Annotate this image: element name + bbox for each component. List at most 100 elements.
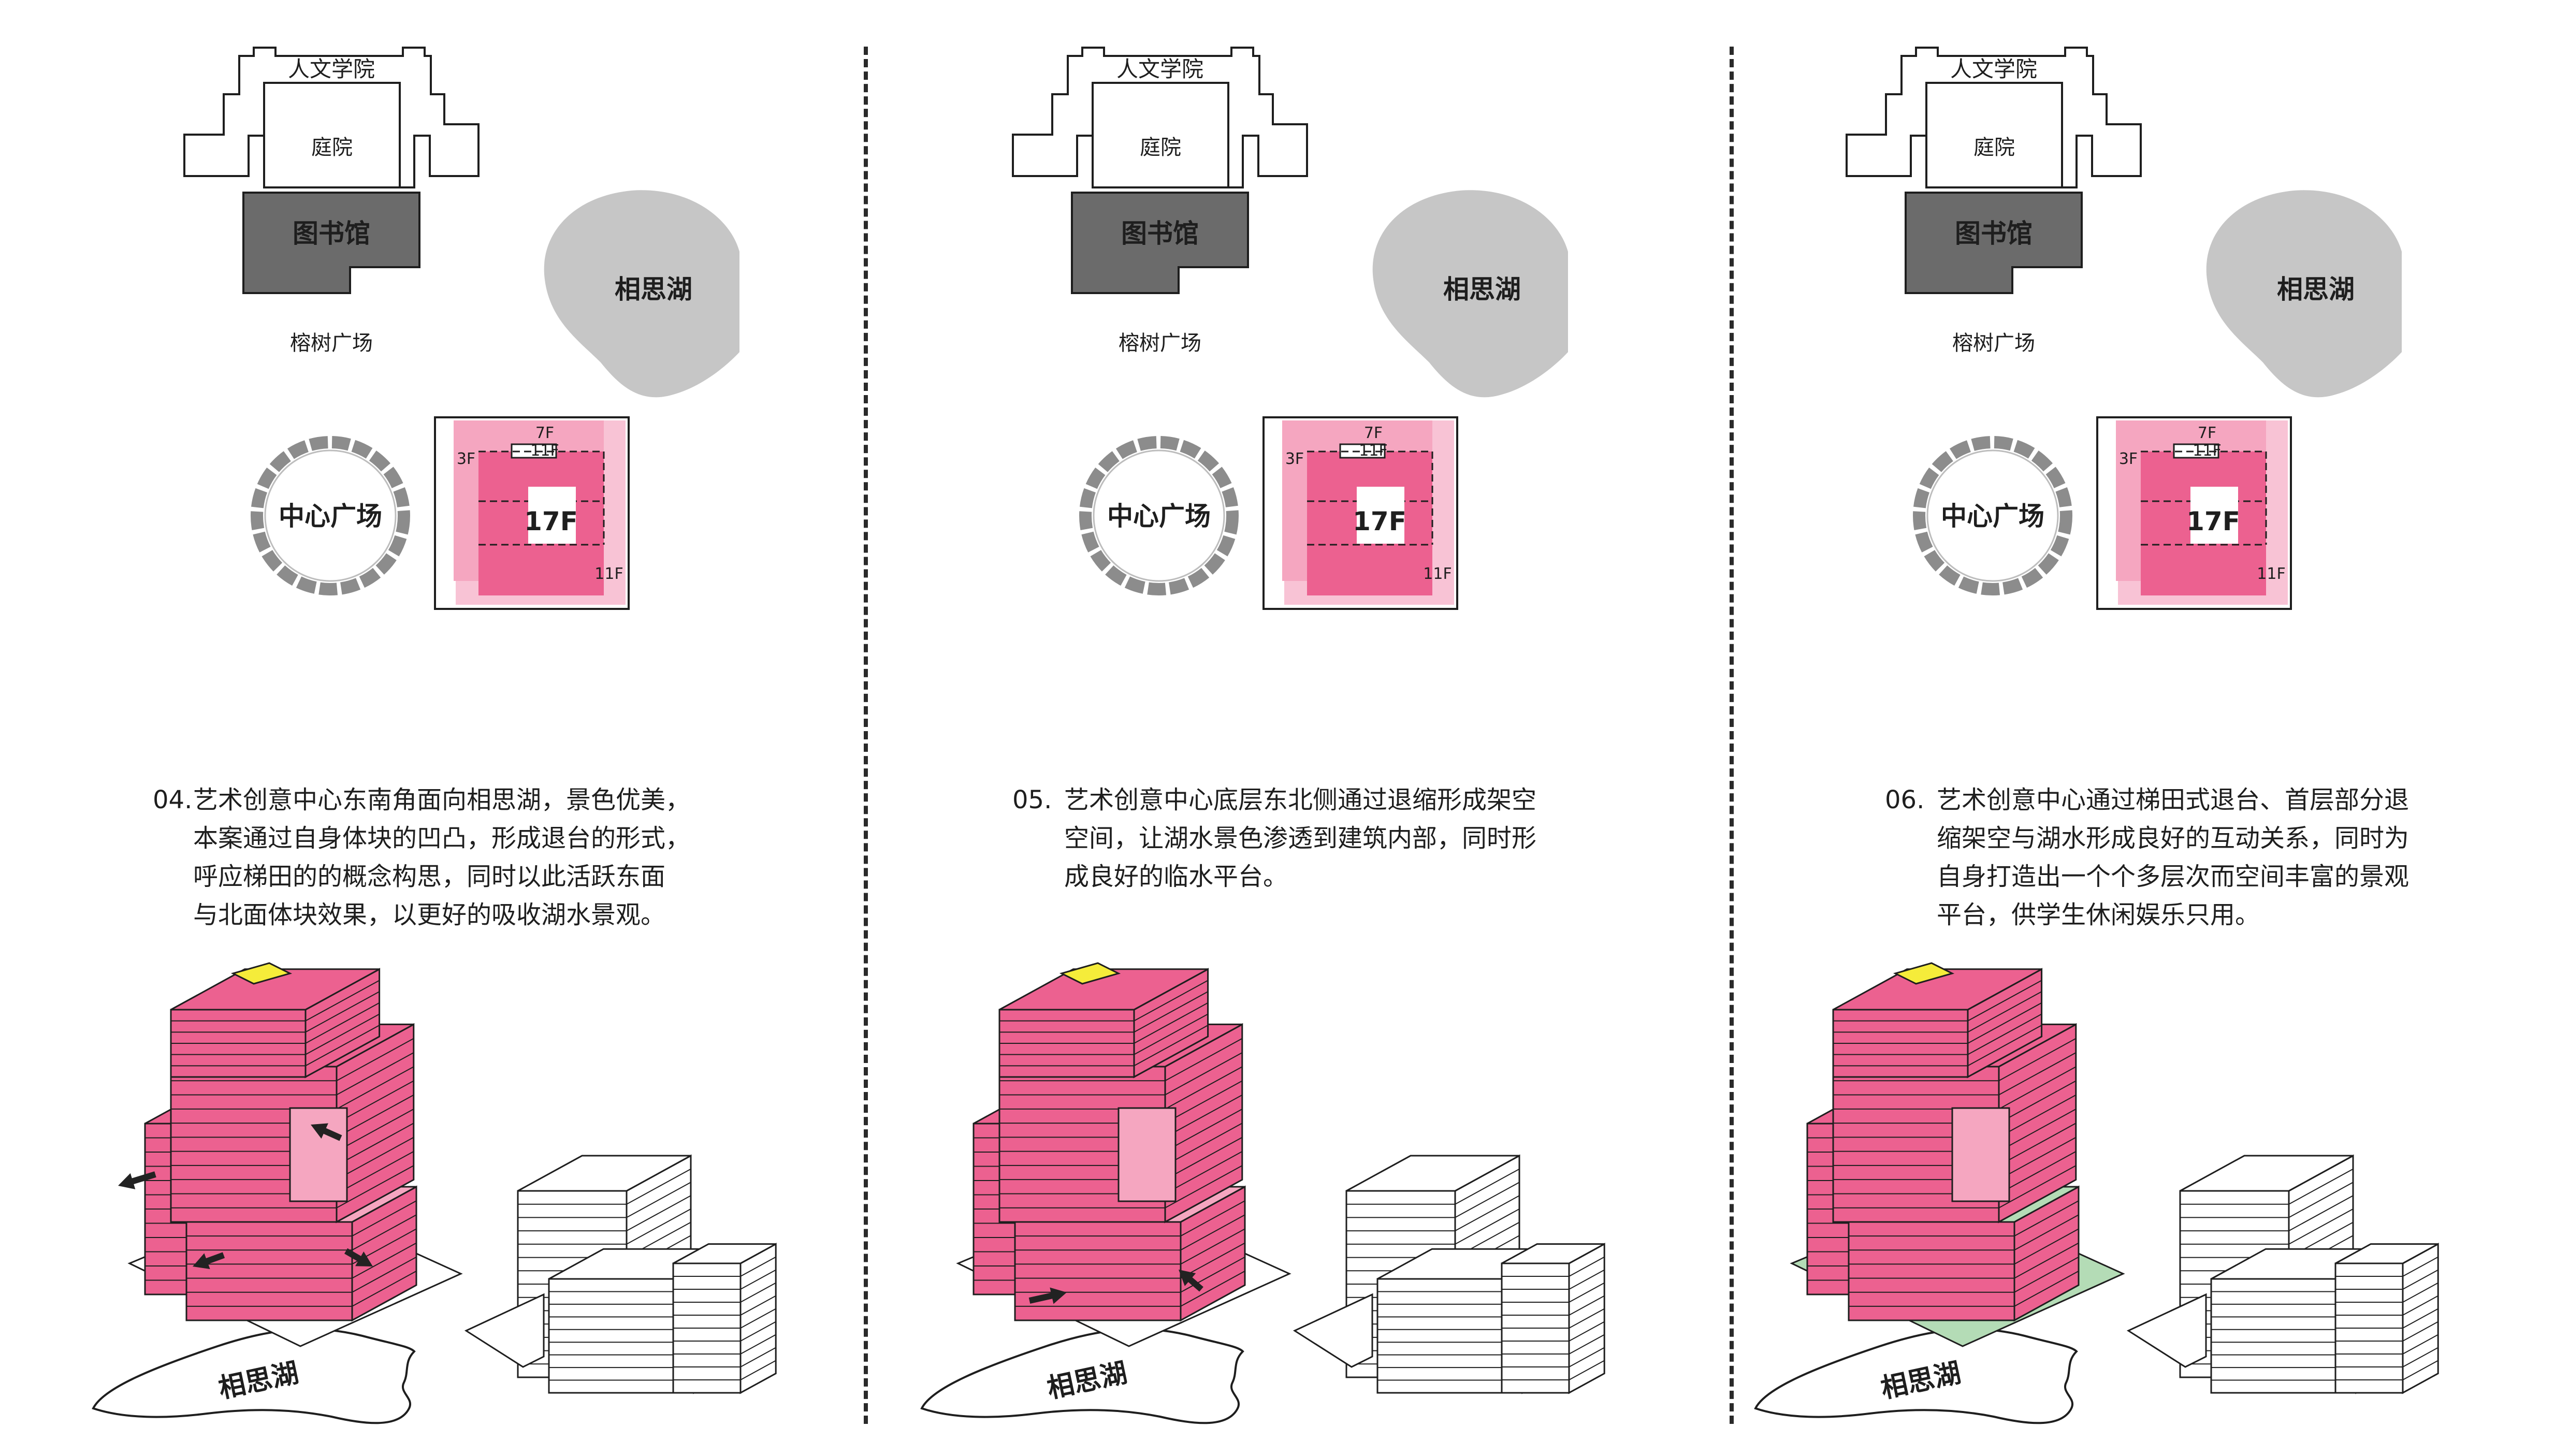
- central-plaza: 中心广场: [1913, 436, 2072, 595]
- lake-map: 相思湖: [2206, 190, 2402, 398]
- dashed-divider-1: [864, 47, 868, 1424]
- description-number: 06.: [1885, 785, 1925, 814]
- humanities-label: 人文学院: [288, 56, 375, 82]
- banyan-plaza-label: 榕树广场: [1119, 331, 1201, 355]
- library-block: 图书馆: [1905, 192, 2083, 294]
- description: 05. 艺术创意中心底层东北侧通过退缩形成架空空间，让湖水景色渗透到建筑内部，同…: [1012, 781, 1536, 934]
- site-diagram: 人文学院 庭院 图书馆 榕树广场 相思湖 中心广场: [1754, 47, 2439, 1424]
- floor-plan: 7F 11F 3F 17F 11F: [1262, 416, 1458, 610]
- atrium-void: [230, 962, 293, 985]
- description-body: 艺术创意中心东南角面向相思湖，景色优美，本案通过自身体块的凹凸，形成退台的形式，…: [193, 781, 690, 934]
- pink-massing: [956, 962, 1291, 1347]
- pink-massing: [1790, 962, 2125, 1347]
- arrow-north: [311, 1123, 342, 1141]
- panel-4: 人文学院 庭院 图书馆 榕树广场 相思湖 中心广场: [0, 0, 829, 1456]
- floor-3f: 3F: [457, 450, 475, 468]
- library-block: 图书馆: [242, 192, 420, 294]
- arrow-southwest: [193, 1252, 225, 1270]
- floor-17f: 17F: [1353, 506, 1406, 536]
- lake-bottom: 相思湖: [92, 1328, 416, 1424]
- description-number: 05.: [1012, 785, 1052, 814]
- lake-bottom: 相思湖: [920, 1328, 1244, 1424]
- floor-3f: 3F: [2119, 450, 2138, 468]
- description-line: 空间，让湖水景色渗透到建筑内部，同时形: [1064, 824, 1537, 853]
- upper-tower: [998, 968, 1209, 1079]
- central-plaza-label: 中心广场: [1107, 501, 1211, 531]
- ref-east-wing: [672, 1243, 777, 1394]
- site-diagram: 人文学院 庭院 图书馆 榕树广场 相思湖 中心广场: [920, 47, 1605, 1424]
- upper-tower: [170, 968, 381, 1079]
- arrow-southeast: [344, 1248, 373, 1266]
- reference-building: [2126, 1154, 2439, 1394]
- floor-plan: 7F 11F 3F 17F 11F: [434, 416, 630, 610]
- ref-plate: [1293, 1293, 1373, 1368]
- banyan-plaza-label: 榕树广场: [290, 331, 373, 355]
- description-line: 成良好的临水平台。: [1064, 862, 1288, 891]
- humanities-building: 人文学院 庭院: [1846, 47, 2142, 188]
- upper-tower: [1832, 968, 2043, 1079]
- humanities-label: 人文学院: [1950, 56, 2037, 82]
- description-number: 04.: [153, 785, 193, 814]
- floor-3f: 3F: [1285, 450, 1304, 468]
- description-body: 艺术创意中心底层东北侧通过退缩形成架空空间，让湖水景色渗透到建筑内部，同时形成良…: [1064, 781, 1536, 896]
- direction-arrows: [118, 1123, 373, 1270]
- lake-bottom: 相思湖: [1754, 1328, 2078, 1424]
- courtyard-notch: [1117, 1107, 1177, 1202]
- panel-6: 人文学院 庭院 图书馆 榕树广场 相思湖 中心广场: [1662, 0, 2491, 1456]
- floor-7f: 7F: [2198, 424, 2216, 442]
- panel-5: 人文学院 庭院 图书馆 榕树广场 相思湖 中心广场: [829, 0, 1657, 1456]
- description: 04. 艺术创意中心东南角面向相思湖，景色优美，本案通过自身体块的凹凸，形成退台…: [153, 781, 690, 934]
- direction-arrows: [1028, 1270, 1203, 1304]
- central-plaza: 中心广场: [251, 436, 410, 595]
- humanities-building: 人文学院 庭院: [183, 47, 480, 188]
- courtyard-label: 庭院: [311, 136, 353, 159]
- description-line: 自身打造出一个个多层次而空间丰富的景观: [1937, 862, 2410, 891]
- description-line: 艺术创意中心底层东北侧通过退缩形成架空: [1064, 785, 1537, 814]
- pink-massing: [127, 962, 463, 1347]
- courtyard-label: 庭院: [1973, 136, 2015, 159]
- humanities-building: 人文学院 庭院: [1012, 47, 1308, 188]
- banyan-plaza-label: 榕树广场: [1952, 331, 2035, 355]
- floor-11f-right: 11F: [2257, 565, 2285, 583]
- central-plaza: 中心广场: [1079, 436, 1239, 595]
- lake-map: 相思湖: [544, 190, 739, 398]
- courtyard-notch: [289, 1107, 348, 1202]
- description: 06. 艺术创意中心通过梯田式退台、首层部分退缩架空与湖水形成良好的互动关系，同…: [1885, 781, 2409, 934]
- humanities-label: 人文学院: [1116, 56, 1203, 82]
- floor-11f-top: 11F: [530, 442, 559, 460]
- site-diagram: 人文学院 庭院 图书馆 榕树广场 相思湖 中心广场: [92, 47, 777, 1424]
- description-line: 艺术创意中心通过梯田式退台、首层部分退: [1937, 785, 2410, 814]
- lake-map-label: 相思湖: [615, 274, 692, 304]
- courtyard-label: 庭院: [1140, 136, 1181, 159]
- lake-map-label: 相思湖: [2277, 274, 2355, 304]
- dashed-divider-2: [1730, 47, 1734, 1424]
- description-body: 艺术创意中心通过梯田式退台、首层部分退缩架空与湖水形成良好的互动关系，同时为自身…: [1937, 781, 2409, 934]
- description-line: 缩架空与湖水形成良好的互动关系，同时为: [1937, 824, 2410, 853]
- central-plaza-label: 中心广场: [279, 501, 382, 531]
- floor-17f: 17F: [524, 506, 578, 536]
- floor-11f-right: 11F: [1423, 565, 1452, 583]
- arrow-inflow-west: [1028, 1287, 1067, 1304]
- lake-map: 相思湖: [1372, 190, 1568, 398]
- central-plaza-label: 中心广场: [1941, 501, 2044, 531]
- floor-17f: 17F: [2186, 506, 2240, 536]
- floor-plan: 7F 11F 3F 17F 11F: [2096, 416, 2292, 610]
- atrium-void: [1893, 962, 1955, 985]
- atrium-void: [1059, 962, 1121, 985]
- ref-plate: [2126, 1293, 2207, 1368]
- description-line: 艺术创意中心东南角面向相思湖，景色优美，: [193, 785, 691, 814]
- reference-building: [1293, 1154, 1605, 1394]
- ref-plate: [464, 1293, 545, 1368]
- arrow-inflow-east: [1179, 1270, 1203, 1292]
- floor-11f-top: 11F: [2193, 442, 2221, 460]
- library-block: 图书馆: [1071, 192, 1249, 294]
- ref-east-wing: [2334, 1243, 2439, 1394]
- courtyard-notch: [1951, 1107, 2010, 1202]
- library-label: 图书馆: [1955, 219, 2033, 249]
- description-line: 平台，供学生休闲娱乐只用。: [1937, 900, 2260, 929]
- ref-east-wing: [1501, 1243, 1605, 1394]
- floor-11f-right: 11F: [594, 565, 623, 583]
- description-line: 呼应梯田的的概念构思，同时以此活跃东面: [193, 862, 666, 891]
- floor-11f-top: 11F: [1359, 442, 1387, 460]
